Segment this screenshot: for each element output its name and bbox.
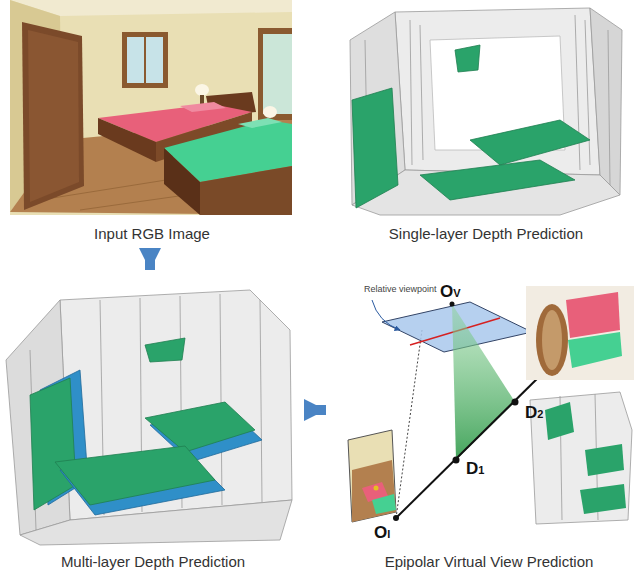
point-symbol: D2 xyxy=(525,404,543,421)
annotation: Relative viewpoint xyxy=(364,284,437,294)
multi-layer-mesh xyxy=(6,290,292,545)
panel-caption: Multi-layer Depth Prediction xyxy=(61,553,245,574)
epipolar-figure xyxy=(348,286,634,524)
panel-caption: Single-layer Depth Prediction xyxy=(389,225,583,246)
single-layer-mesh xyxy=(350,8,622,215)
flow-arrow xyxy=(145,248,155,270)
figure-panel: Multi-layer Depth Prediction xyxy=(0,284,306,574)
panel-caption: Epipolar Virtual View Prediction xyxy=(385,553,594,574)
point-symbol: OV xyxy=(440,283,461,300)
figure-panel: Input RGB Image xyxy=(10,0,294,246)
figure-panel: Single-layer Depth Prediction xyxy=(340,0,632,246)
panel-caption: Input RGB Image xyxy=(94,225,210,246)
flow-arrow xyxy=(308,405,326,415)
room-photo xyxy=(10,0,292,215)
point-symbol: OI xyxy=(374,524,390,541)
point-symbol: D1 xyxy=(466,460,484,477)
